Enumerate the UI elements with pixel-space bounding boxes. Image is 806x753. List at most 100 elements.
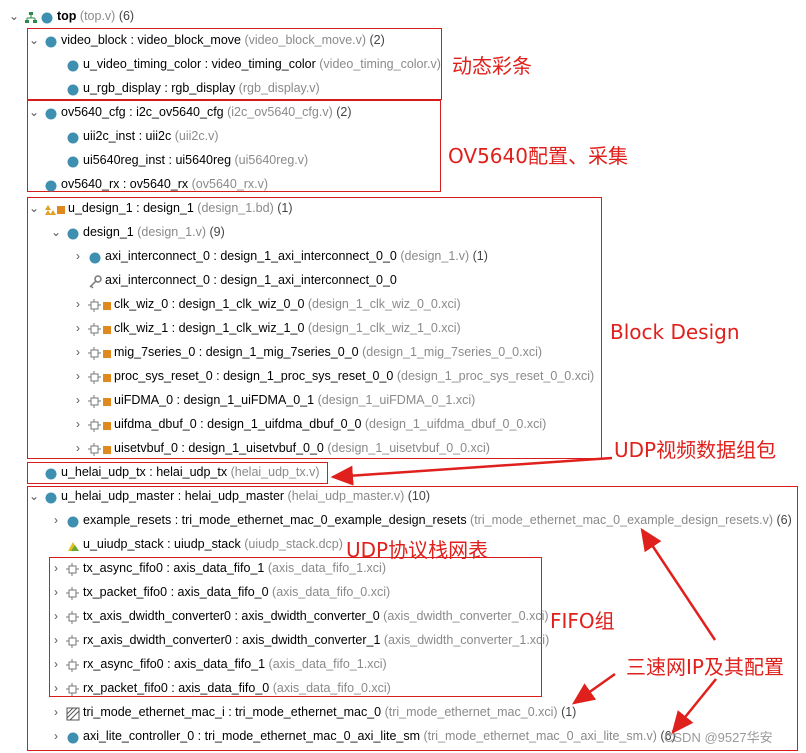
instance-name: rx_axis_dwidth_converter0 bbox=[83, 633, 232, 647]
module-icon bbox=[40, 9, 54, 24]
chevron-down-icon[interactable]: ⌄ bbox=[8, 9, 20, 23]
box-udp-master bbox=[27, 486, 798, 751]
separator: : bbox=[167, 681, 179, 695]
tree-row[interactable]: ›axi_lite_controller_0 : tri_mode_ethern… bbox=[0, 724, 806, 748]
instance-name: ov5640_rx bbox=[61, 177, 120, 191]
source-file: (tri_mode_ethernet_mac_0_axi_lite_sm.v) bbox=[420, 729, 657, 743]
chevron-right-icon[interactable]: › bbox=[54, 513, 58, 527]
instance-name: uii2c_inst bbox=[83, 129, 136, 143]
tree-row[interactable]: › rx_async_fifo0 : axis_data_fifo_1 (axis… bbox=[0, 652, 806, 676]
chevron-down-icon[interactable]: ⌄ bbox=[28, 105, 40, 119]
module-type: video_timing_color bbox=[211, 57, 316, 71]
tree-row[interactable]: ov5640_rx : ov5640_rx (ov5640_rx.v) bbox=[0, 172, 806, 196]
chevron-right-icon[interactable]: › bbox=[54, 705, 58, 719]
instance-name: clk_wiz_1 bbox=[114, 321, 169, 335]
annotation-tri-speed: 三速网IP及其配置 bbox=[626, 655, 784, 679]
module-type: axis_data_fifo_0 bbox=[178, 681, 270, 695]
tree-row[interactable]: ⌄top (top.v) (6) bbox=[0, 4, 806, 28]
chevron-down-icon[interactable]: ⌄ bbox=[50, 225, 62, 239]
chevron-right-icon[interactable]: › bbox=[54, 633, 58, 647]
ip-core-icon bbox=[88, 345, 111, 360]
chevron-right-icon[interactable]: › bbox=[54, 657, 58, 671]
source-file: (design_1_proc_sys_reset_0_0.xci) bbox=[393, 369, 595, 383]
tree-row[interactable]: u_rgb_display : rgb_display (rgb_display… bbox=[0, 76, 806, 100]
tree-row[interactable]: › clk_wiz_0 : design_1_clk_wiz_0_0 (desig… bbox=[0, 292, 806, 316]
instance-name: uiFDMA_0 bbox=[114, 393, 174, 407]
chevron-right-icon[interactable]: › bbox=[76, 417, 80, 431]
separator: : bbox=[209, 249, 221, 263]
tree-row[interactable]: u_helai_udp_tx : helai_udp_tx (helai_udp… bbox=[0, 460, 806, 484]
module-icon bbox=[44, 105, 58, 120]
module-icon bbox=[44, 489, 58, 504]
tree-row[interactable]: u_video_timing_color : video_timing_colo… bbox=[0, 52, 806, 76]
module-type: helai_udp_tx bbox=[156, 465, 228, 479]
tree-row[interactable]: ›rx_axis_dwidth_converter0 : axis_dwidth… bbox=[0, 628, 806, 652]
chevron-right-icon[interactable]: › bbox=[76, 393, 80, 407]
chevron-down-icon[interactable]: ⌄ bbox=[28, 201, 40, 215]
tree-row[interactable]: u_uiudp_stack : uiudp_stack (uiudp_stack… bbox=[0, 532, 806, 556]
separator: : bbox=[125, 105, 137, 119]
module-type: tri_mode_ethernet_mac_0_example_design_r… bbox=[181, 513, 467, 527]
instance-name: tx_async_fifo0 bbox=[83, 561, 163, 575]
chevron-right-icon[interactable]: › bbox=[76, 297, 80, 311]
tree-row[interactable]: ›mig_7series_0 : design_1_mig_7series_0_… bbox=[0, 340, 806, 364]
module-type: design_1_mig_7series_0_0 bbox=[205, 345, 359, 359]
source-file: (design_1.v) bbox=[133, 225, 207, 239]
tree-row[interactable]: axi_interconnect_0 : design_1_axi_interc… bbox=[0, 268, 806, 292]
chevron-right-icon[interactable]: › bbox=[76, 441, 80, 455]
instance-name: tx_axis_dwidth_converter0 bbox=[83, 609, 231, 623]
tree-row[interactable]: ›tx_packet_fifo0 : axis_data_fifo_0 (axi… bbox=[0, 580, 806, 604]
tree-row-label: u_helai_udp_tx : helai_udp_tx (helai_udp… bbox=[61, 460, 320, 484]
module-type: axis_dwidth_converter_0 bbox=[241, 609, 380, 623]
tree-row[interactable]: ›clk_wiz_1 : design_1_clk_wiz_1_0 (desig… bbox=[0, 316, 806, 340]
tree-row[interactable]: ›uifdma_dbuf_0 : design_1_uifdma_dbuf_0_… bbox=[0, 412, 806, 436]
tree-row[interactable]: ›example_resets : tri_mode_ethernet_mac_… bbox=[0, 508, 806, 532]
tree-row[interactable]: ui5640reg_inst : ui5640reg (ui5640reg.v) bbox=[0, 148, 806, 172]
source-file: (design_1_clk_wiz_0_0.xci) bbox=[304, 297, 461, 311]
chevron-right-icon[interactable]: › bbox=[76, 345, 80, 359]
tree-row[interactable]: ⌄u_helai_udp_master : helai_udp_master (… bbox=[0, 484, 806, 508]
chevron-right-icon[interactable]: › bbox=[54, 609, 58, 623]
module-type: design_1_proc_sys_reset_0_0 bbox=[223, 369, 394, 383]
tree-row-label: rx_async_fifo0 : axis_data_fifo_1 (axis_… bbox=[83, 652, 387, 676]
instance-name: design_1 bbox=[83, 225, 134, 239]
chevron-right-icon[interactable]: › bbox=[76, 321, 80, 335]
tree-row[interactable]: ›tx_axis_dwidth_converter0 : axis_dwidth… bbox=[0, 604, 806, 628]
tree-row[interactable]: ›axi_interconnect_0 : design_1_axi_inter… bbox=[0, 244, 806, 268]
tree-row[interactable]: uii2c_inst : uii2c (uii2c.v) bbox=[0, 124, 806, 148]
tree-row-label: axi_interconnect_0 : design_1_axi_interc… bbox=[105, 268, 397, 292]
tree-row[interactable]: ⌄video_block : video_block_move (video_b… bbox=[0, 28, 806, 52]
source-file: (uiudp_stack.dcp) bbox=[240, 537, 343, 551]
tree-row[interactable]: ›rx_packet_fifo0 : axis_data_fifo_0 (axi… bbox=[0, 676, 806, 700]
tree-row[interactable]: ›tx_async_fifo0 : axis_data_fifo_1 (axis… bbox=[0, 556, 806, 580]
module-type: axis_data_fifo_1 bbox=[173, 561, 265, 575]
tree-row[interactable]: ⌄design_1 (design_1.v) (9) bbox=[0, 220, 806, 244]
module-icon bbox=[66, 153, 80, 168]
instance-name: u_helai_udp_tx bbox=[61, 465, 146, 479]
instance-name: u_rgb_display bbox=[83, 81, 161, 95]
chevron-right-icon[interactable]: › bbox=[54, 561, 58, 575]
tree-row[interactable]: ›uisetvbuf_0 : design_1_uisetvbuf_0_0 (d… bbox=[0, 436, 806, 460]
tree-row[interactable]: ⌄u_design_1 : design_1 (design_1.bd) (1) bbox=[0, 196, 806, 220]
tree-row[interactable]: ›tri_mode_ethernet_mac_i : tri_mode_ethe… bbox=[0, 700, 806, 724]
separator: : bbox=[171, 513, 182, 527]
tree-row[interactable]: ›uiFDMA_0 : design_1_uiFDMA_0_1 (design_… bbox=[0, 388, 806, 412]
separator: : bbox=[195, 345, 206, 359]
chevron-down-icon[interactable]: ⌄ bbox=[28, 489, 40, 503]
chevron-right-icon[interactable]: › bbox=[76, 249, 80, 263]
chevron-right-icon[interactable]: › bbox=[76, 369, 80, 383]
source-file: (design_1.v) bbox=[396, 249, 470, 263]
chevron-down-icon[interactable]: ⌄ bbox=[28, 33, 40, 47]
tree-row-label: clk_wiz_0 : design_1_clk_wiz_0_0 (design… bbox=[114, 292, 461, 316]
source-file: (i2c_ov5640_cfg.v) bbox=[223, 105, 333, 119]
instance-name: u_design_1 bbox=[68, 201, 133, 215]
tree-row[interactable]: ›proc_sys_reset_0 : design_1_proc_sys_re… bbox=[0, 364, 806, 388]
module-type: ui5640reg bbox=[175, 153, 232, 167]
chevron-right-icon[interactable]: › bbox=[54, 729, 58, 743]
child-count: (1) bbox=[557, 705, 577, 719]
separator: : bbox=[162, 561, 174, 575]
chevron-right-icon[interactable]: › bbox=[54, 585, 58, 599]
chevron-right-icon[interactable]: › bbox=[54, 681, 58, 695]
tree-row[interactable]: ⌄ov5640_cfg : i2c_ov5640_cfg (i2c_ov5640… bbox=[0, 100, 806, 124]
separator: : bbox=[173, 393, 184, 407]
